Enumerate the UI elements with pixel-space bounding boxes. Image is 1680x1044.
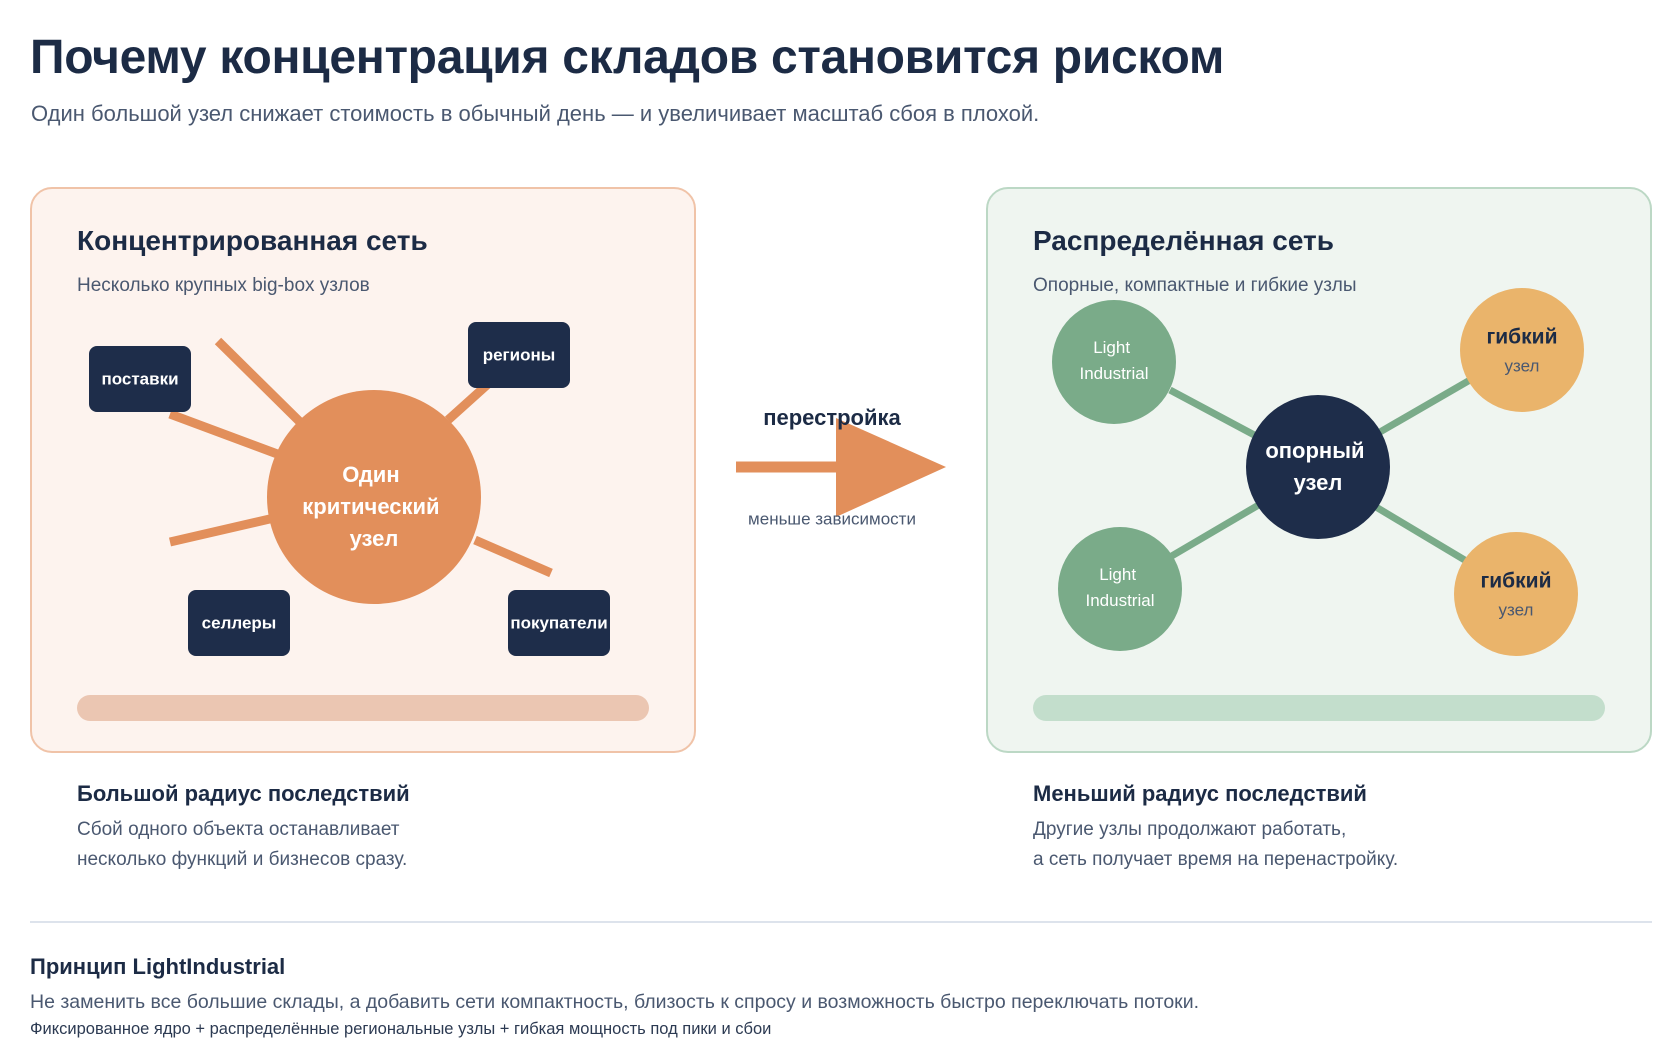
right-caption-title: Меньший радиус последствий — [1033, 781, 1367, 806]
right-caption-line-1: Другие узлы продолжают работать, — [1033, 819, 1347, 840]
transition-label: перестройка — [763, 405, 901, 430]
distributed-panel-subtitle: Опорные, компактные и гибкие узлы — [1033, 275, 1357, 296]
transition-sublabel: меньше зависимости — [748, 509, 916, 528]
left-caption-line-1: Сбой одного объекта останавливает — [77, 819, 400, 840]
arrow-head — [836, 418, 946, 517]
concentrated-panel-bar — [77, 695, 649, 721]
concentrated-panel-subtitle: Несколько крупных big-box узлов — [77, 275, 370, 296]
right-caption-line-2: а сеть получает время на перенастройку. — [1033, 849, 1399, 870]
distributed-network-panel: Распределённая сеть Опорные, компактные … — [986, 187, 1652, 753]
left-caption-line-2: несколько функций и бизнесов сразу. — [77, 849, 408, 870]
concentrated-panel-title: Концентрированная сеть — [77, 225, 428, 256]
distributed-panel-title: Распределённая сеть — [1033, 225, 1334, 256]
page-title: Почему концентрация складов становится р… — [30, 31, 1225, 84]
footer-divider — [30, 921, 1652, 923]
page-subtitle: Один большой узел снижает стоимость в об… — [31, 101, 1040, 126]
footer-text: Не заменить все большие склады, а добави… — [30, 991, 1200, 1013]
distributed-panel-bar — [1033, 695, 1605, 721]
concentrated-network-panel: Концентрированная сеть Несколько крупных… — [30, 187, 696, 753]
left-caption-title: Большой радиус последствий — [77, 781, 410, 806]
footer-title: Принцип LightIndustrial — [30, 954, 286, 979]
transition-arrow — [736, 418, 946, 517]
footer-note: Фиксированное ядро + распределённые реги… — [30, 1020, 772, 1038]
